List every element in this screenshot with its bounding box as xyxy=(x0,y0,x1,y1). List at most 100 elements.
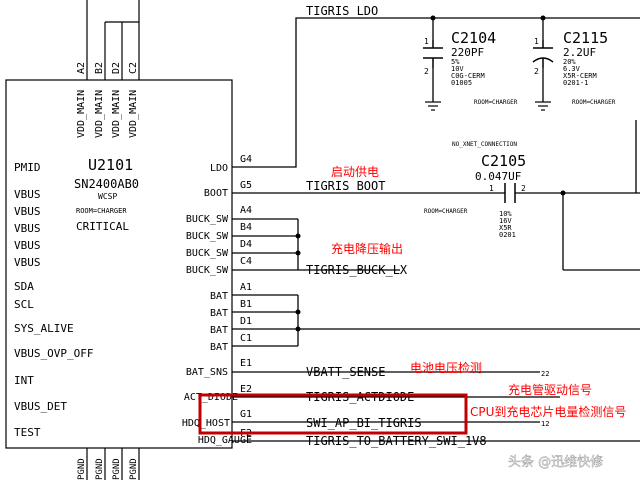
cap-c2115-l1: 20% xyxy=(563,58,576,66)
chip-body xyxy=(5,79,233,449)
cap-c2115: C2115 2.2UF 20% 6.3V X5R-CERM 0201-1 ROO… xyxy=(534,29,616,106)
top-pin-name-4: VDD_MAIN xyxy=(128,90,139,138)
cap-c2104-l4: 01005 xyxy=(451,79,472,87)
capacitor-symbols xyxy=(423,40,554,203)
cap-c2105-value: 0.047UF xyxy=(475,170,521,183)
chip-package: WCSP xyxy=(98,192,117,201)
cap-c2105-l4: 0201 xyxy=(499,231,516,239)
right-num-a4: A4 xyxy=(240,205,252,216)
right-pin-buck4: BUCK_SW xyxy=(186,265,229,276)
right-pin-labels: LDO BOOT BUCK_SW BUCK_SW BUCK_SW BUCK_SW… xyxy=(182,163,252,446)
right-num-g4: G4 xyxy=(240,154,252,165)
cap-c2105-l2: 16V xyxy=(499,217,512,225)
net-tigris-to-battery: TIGRIS_TO_BATTERY_SWI_1V8 xyxy=(306,434,487,448)
top-pin-num-1: A2 xyxy=(76,62,87,74)
chip-note: CRITICAL xyxy=(76,220,129,233)
left-pin-3: VBUS xyxy=(14,205,41,218)
chip-part: SN2400AB0 xyxy=(74,177,139,191)
left-pin-13: TEST xyxy=(14,426,41,439)
net-page-12: 12 xyxy=(541,420,549,428)
left-pin-1: PMID xyxy=(14,161,41,174)
right-pin-batsns: BAT_SNS xyxy=(186,367,228,378)
annotation-gauge-signal: CPU到充电芯片电量检测信号 xyxy=(470,404,626,419)
right-num-c1: C1 xyxy=(240,333,252,344)
right-pin-hdqhost: HDQ_HOST xyxy=(182,418,230,429)
cap-c2105-room: ROOM=CHARGER xyxy=(424,208,468,215)
right-pin-buck1: BUCK_SW xyxy=(186,214,229,225)
left-pin-2: VBUS xyxy=(14,188,41,201)
cap-c2105: NO_XNET_CONNECTION C2105 0.047UF 1 2 ROO… xyxy=(424,141,526,239)
top-pin-name-2: VDD_MAIN xyxy=(94,90,105,138)
top-pin-name-1b: VDD_MAIN xyxy=(76,90,87,138)
chip-ref: U2101 xyxy=(88,156,133,174)
cap-c2104-room: ROOM=CHARGER xyxy=(474,99,518,106)
cap-c2105-ref: C2105 xyxy=(481,152,526,170)
left-pin-6: VBUS xyxy=(14,256,41,269)
right-num-b4: B4 xyxy=(240,222,252,233)
cap-c2105-pin2: 2 xyxy=(521,184,526,193)
right-num-e2: E2 xyxy=(240,384,252,395)
right-pin-hdqgauge: HDQ_GAUGE xyxy=(198,435,252,446)
right-pin-ldo: LDO xyxy=(210,163,228,174)
top-pin-num-3: D2 xyxy=(111,62,122,74)
right-num-c4: C4 xyxy=(240,256,252,267)
hdq-highlight-box xyxy=(198,393,468,435)
right-num-d1: D1 xyxy=(240,316,252,327)
cap-c2115-value: 2.2UF xyxy=(563,46,596,59)
annotation-drive-signal: 充电管驱动信号 xyxy=(508,382,592,397)
right-num-a1: A1 xyxy=(240,282,252,293)
left-pin-8: SCL xyxy=(14,298,34,311)
right-pin-act: ACT_DIODE xyxy=(184,392,238,403)
right-num-g1: G1 xyxy=(240,409,252,420)
right-pin-bat1: BAT xyxy=(210,291,228,302)
left-pin-labels: PMID VBUS VBUS VBUS VBUS VBUS SDA SCL SY… xyxy=(14,161,93,439)
net-labels: TIGRIS_LDO TIGRIS_BOOT TIGRIS_BUCK_LX VB… xyxy=(306,4,549,448)
cap-c2115-pin2: 2 xyxy=(534,67,539,76)
pgnd-1: PGND xyxy=(77,458,87,480)
cap-c2105-noxnet: NO_XNET_CONNECTION xyxy=(452,141,517,148)
cap-c2105-l1: 10% xyxy=(499,210,512,218)
ground-symbols xyxy=(425,101,551,111)
net-swi-ap-bi-tigris: SWI_AP_BI_TIGRIS xyxy=(306,416,422,430)
cap-c2115-room: ROOM=CHARGER xyxy=(572,99,616,106)
pgnd-4: PGND xyxy=(129,458,139,480)
top-pin-num-4: C2 xyxy=(128,62,139,74)
right-num-g5: G5 xyxy=(240,180,252,191)
watermark: 头条 @迅维快修 xyxy=(508,454,603,470)
cap-c2115-l2: 6.3V xyxy=(563,65,581,73)
bottom-pin-labels: PGND PGND PGND PGND xyxy=(77,458,139,480)
cap-c2115-l3: X5R-CERM xyxy=(563,72,597,80)
bottom-pins xyxy=(86,448,140,480)
left-pin-5: VBUS xyxy=(14,239,41,252)
cap-c2104-l1: 5% xyxy=(451,58,460,66)
net-wires xyxy=(232,17,640,442)
cap-c2115-ref: C2115 xyxy=(563,29,608,47)
right-pin-bat4: BAT xyxy=(210,342,228,353)
annotation-battery-sense: 电池电压检测 xyxy=(410,360,482,375)
cap-c2104-l3: C0G-CERM xyxy=(451,72,485,80)
left-pin-12: VBUS_DET xyxy=(14,400,67,413)
cap-c2104-pin1: 1 xyxy=(424,37,429,46)
net-tigris-ldo: TIGRIS_LDO xyxy=(306,4,378,18)
right-pin-bat3: BAT xyxy=(210,325,228,336)
left-pin-10: VBUS_OVP_OFF xyxy=(14,347,93,360)
net-tigris-actdiode: TIGRIS_ACTDIODE xyxy=(306,390,414,404)
net-tigris-buck-lx: TIGRIS_BUCK_LX xyxy=(306,263,408,277)
net-page-22: 22 xyxy=(541,370,549,378)
net-tigris-boot: TIGRIS_BOOT xyxy=(306,179,385,193)
cap-c2104: C2104 220PF 5% 10V C0G-CERM 01005 ROOM=C… xyxy=(424,29,518,106)
right-num-e1: E1 xyxy=(240,358,252,369)
cap-c2115-l4: 0201-1 xyxy=(563,79,588,87)
top-pin-name-3: VDD_MAIN xyxy=(111,90,122,138)
left-pin-9: SYS_ALIVE xyxy=(14,322,74,335)
left-pin-11: INT xyxy=(14,374,34,387)
right-pin-boot: BOOT xyxy=(204,188,228,199)
right-pin-buck3: BUCK_SW xyxy=(186,248,229,259)
cap-c2115-pin1: 1 xyxy=(534,37,539,46)
right-num-b1: B1 xyxy=(240,299,252,310)
net-vbatt-sense: VBATT_SENSE xyxy=(306,365,385,379)
left-pin-7: SDA xyxy=(14,280,34,293)
chip-room: ROOM=CHARGER xyxy=(76,207,127,215)
left-pin-4: VBUS xyxy=(14,222,41,235)
